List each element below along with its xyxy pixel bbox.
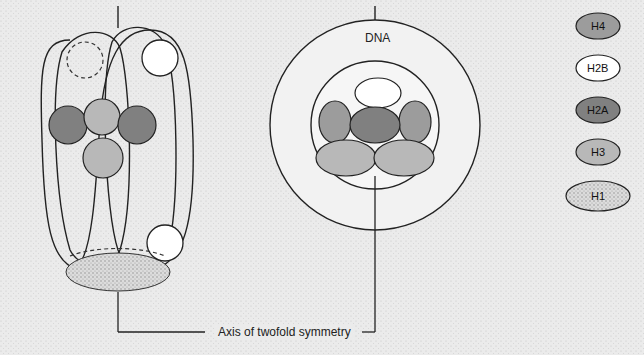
legend-text: H2B [587, 62, 608, 74]
legend-item: H3 [575, 138, 621, 166]
legend-swatch [576, 13, 620, 39]
axis-label: Axis of twofold symmetry [215, 325, 354, 339]
legend-item: H2B [575, 54, 621, 82]
legend-swatch [566, 181, 630, 211]
legend-text: H4 [591, 20, 605, 32]
legend-text: H3 [591, 146, 605, 158]
legend-swatch [576, 97, 620, 123]
legend-text: H1 [591, 190, 605, 202]
dna-label: DNA [362, 31, 393, 45]
legend-item: H1 [565, 180, 631, 212]
legend-text: H2A [587, 104, 608, 116]
legend-swatch [576, 139, 620, 165]
legend-swatch [576, 55, 620, 81]
legend-item: H2A [575, 96, 621, 124]
legend-item: H4 [575, 12, 621, 40]
